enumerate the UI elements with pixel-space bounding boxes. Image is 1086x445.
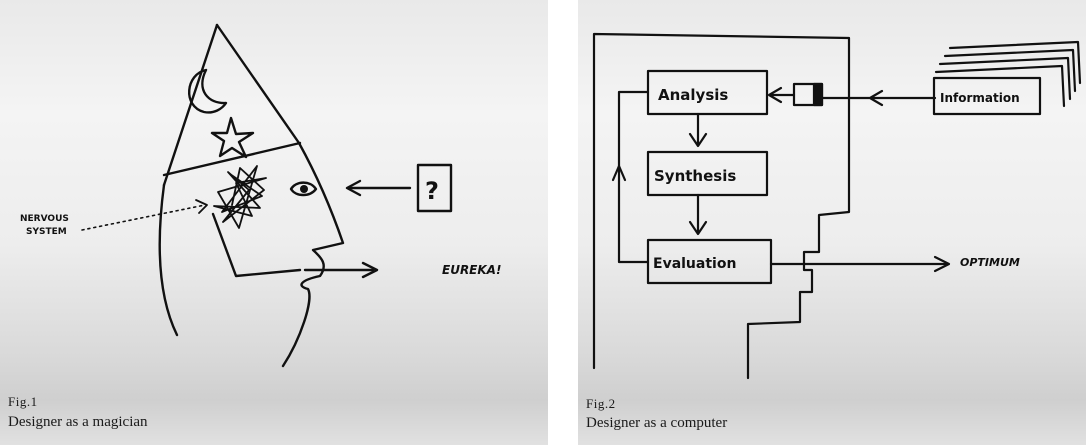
moon-icon xyxy=(188,68,228,114)
nervous-label-line2: SYSTEM xyxy=(26,227,67,237)
eureka-arrow-head xyxy=(361,261,379,279)
eureka-label: EUREKA! xyxy=(442,263,501,277)
nervous-arrow-head xyxy=(195,199,208,214)
optimum-label: OPTIMUM xyxy=(960,256,1020,269)
feedback-arrow-head xyxy=(611,164,627,182)
figure-1-caption: Designer as a magician xyxy=(8,414,148,430)
input-arrow-head xyxy=(345,179,362,197)
input-connector-fill xyxy=(812,82,824,107)
output-arrow-head xyxy=(933,255,951,273)
hat-right-edge xyxy=(215,23,301,145)
figure-computer-panel: Analysis Synthesis Evaluation Informatio… xyxy=(578,0,1086,445)
analysis-label: Analysis xyxy=(658,86,728,104)
arrow-analysis-synthesis xyxy=(688,112,708,148)
hat-left-edge xyxy=(162,23,219,187)
nervous-label-line1: NERVOUS xyxy=(20,214,69,224)
computer-drawing: Analysis Synthesis Evaluation Informatio… xyxy=(592,32,1082,380)
face-profile xyxy=(281,141,345,368)
hat-brim xyxy=(162,141,302,177)
figure-2-caption: Designer as a computer xyxy=(586,415,728,431)
arrow-synthesis-evaluation xyxy=(688,193,708,236)
info-card-back-1 xyxy=(934,64,1066,108)
question-box xyxy=(416,163,453,213)
evaluation-label: Evaluation xyxy=(653,256,736,272)
eye-pupil xyxy=(300,185,308,193)
eye-outline xyxy=(289,181,318,197)
jaw-line xyxy=(211,212,302,278)
brain-scribble xyxy=(213,165,267,229)
star-icon xyxy=(210,116,255,159)
arrow-info-to-connector xyxy=(820,89,937,107)
figure-2-label: Fig.2 xyxy=(586,396,616,411)
synthesis-label: Synthesis xyxy=(654,167,736,185)
arrow-to-analysis xyxy=(767,86,796,104)
nervous-dotted-line xyxy=(81,204,206,231)
information-label: Information xyxy=(940,91,1020,105)
info-card-back-4 xyxy=(948,40,1082,85)
info-card-back-3 xyxy=(943,48,1077,93)
info-card-back-2 xyxy=(938,56,1072,101)
magician-drawing: NERVOUS SYSTEM ? EUREKA! xyxy=(20,23,501,368)
information-box xyxy=(932,76,1042,116)
figure-magician-panel: NERVOUS SYSTEM ? EUREKA! Fig.1 Designer … xyxy=(0,0,548,445)
question-mark: ? xyxy=(425,177,439,205)
computer-frame-outline xyxy=(592,32,851,380)
head-back-outline xyxy=(158,183,179,337)
feedback-loop xyxy=(617,90,650,264)
synthesis-box xyxy=(646,150,769,197)
figure-1-label: Fig.1 xyxy=(8,394,38,409)
